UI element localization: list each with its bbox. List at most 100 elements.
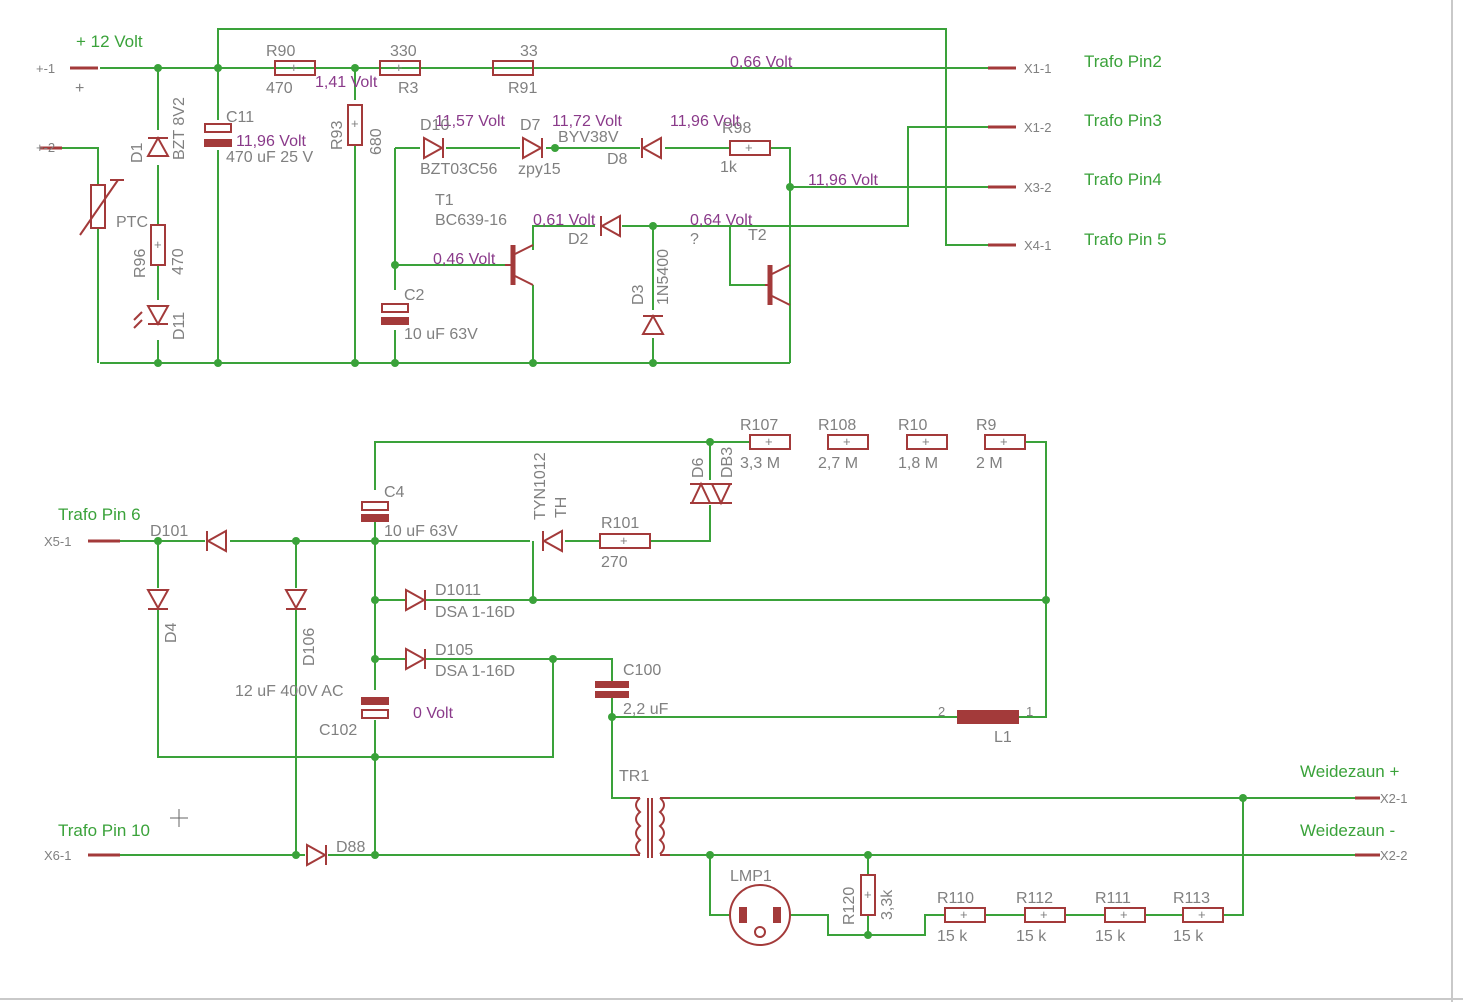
net-label-trafo-pin6: Trafo Pin 6 xyxy=(58,505,141,524)
value-c102: 12 uF 400V AC xyxy=(235,683,344,700)
value-d1: BZT 8V2 xyxy=(171,97,188,160)
port-plus: + xyxy=(75,80,84,97)
resistor-r112: + xyxy=(1024,907,1066,923)
label-d3: D3 xyxy=(630,284,647,305)
svg-text:+: + xyxy=(1198,907,1206,922)
value-t1: BC639-16 xyxy=(435,212,507,229)
value-r9: 2 M xyxy=(976,455,1003,472)
label-r3: R3 xyxy=(398,80,419,97)
net-label-weidezaun-minus: Weidezaun - xyxy=(1300,821,1395,840)
led-d11 xyxy=(133,305,170,329)
label-d1: D1 xyxy=(129,142,146,163)
port-x22: X2-2 xyxy=(1380,848,1407,863)
transformer-tr1 xyxy=(630,797,670,858)
svg-text:+: + xyxy=(864,887,872,902)
resistor-r3: + xyxy=(379,60,421,76)
value-c100: 2,2 uF xyxy=(623,701,669,718)
label-r9: R9 xyxy=(976,417,997,434)
bottom-junctions xyxy=(154,438,1247,939)
label-tyn1012: TYN1012 xyxy=(532,452,549,520)
voltage-r3: 1,41 Volt xyxy=(315,74,378,91)
voltage-x32: 11,96 Volt xyxy=(808,172,879,189)
value-r108: 2,7 M xyxy=(818,455,858,472)
diode-d4 xyxy=(146,589,170,611)
voltage-t1: 0,46 Volt xyxy=(433,251,496,268)
label-r113: R113 xyxy=(1173,890,1210,907)
value-d105: DSA 1-16D xyxy=(435,663,515,680)
net-label-weidezaun-plus: Weidezaun + xyxy=(1300,762,1399,781)
capacitor-c2 xyxy=(381,303,409,325)
label-c100: C100 xyxy=(623,662,661,679)
lamp-lmp1 xyxy=(729,884,791,946)
value-d8: BYV38V xyxy=(558,129,619,146)
resistor-r90: + xyxy=(274,60,316,76)
resistor-r96: + xyxy=(150,224,166,266)
diode-d2 xyxy=(599,214,621,238)
value-d3: 1N5400 xyxy=(655,249,672,305)
label-db3: DB3 xyxy=(719,447,736,478)
net-label-12v: + 12 Volt xyxy=(76,32,143,51)
diode-d101 xyxy=(205,529,227,553)
resistor-r10: + xyxy=(906,434,948,450)
label-r96: R96 xyxy=(132,249,149,278)
resistor-r110: + xyxy=(944,907,986,923)
voltage-d10: 11,57 Volt xyxy=(435,113,506,130)
diode-d8 xyxy=(640,136,662,160)
label-d8: D8 xyxy=(607,151,628,168)
resistor-r108: + xyxy=(827,434,869,450)
label-c102: C102 xyxy=(319,722,357,739)
diode-d105 xyxy=(405,647,427,671)
voltage-d7: 11,72 Volt xyxy=(552,113,623,130)
svg-text:+: + xyxy=(1120,907,1128,922)
svg-text:+: + xyxy=(922,434,930,449)
resistor-r111: + xyxy=(1104,907,1146,923)
capacitor-c102 xyxy=(361,697,389,719)
port-x41: X4-1 xyxy=(1024,238,1051,253)
diode-d7 xyxy=(522,136,544,160)
label-t2-value: ? xyxy=(690,231,699,248)
diode-d3 xyxy=(641,313,665,335)
port-p1: +-1 xyxy=(36,61,55,76)
label-t1: T1 xyxy=(435,192,454,209)
resistor-r113: + xyxy=(1182,907,1224,923)
port-x51: X5-1 xyxy=(44,534,71,549)
diode-d1 xyxy=(146,135,170,157)
value-d7: zpy15 xyxy=(518,161,561,178)
port-p2: +-2 xyxy=(36,140,55,155)
label-r110: R110 xyxy=(937,890,974,907)
transistor-t2 xyxy=(765,264,791,306)
value-r96: 470 xyxy=(170,248,187,275)
voltage-c102: 0 Volt xyxy=(413,705,454,722)
port-x21: X2-1 xyxy=(1380,791,1407,806)
svg-text:+: + xyxy=(620,533,628,548)
port-x11: X1-1 xyxy=(1024,61,1051,76)
svg-text:+: + xyxy=(1040,907,1048,922)
resistor-r98: + xyxy=(729,140,771,156)
connector-pins-bottom xyxy=(88,539,1380,857)
voltage-x11: 0,66 Volt xyxy=(730,54,793,71)
connector-pins-top xyxy=(40,66,1016,247)
value-r90: 470 xyxy=(266,80,293,97)
value-c2: 10 uF 63V xyxy=(404,326,478,343)
top-junctions xyxy=(154,64,794,367)
label-d7: D7 xyxy=(520,117,541,134)
net-label-trafo-pin10: Trafo Pin 10 xyxy=(58,821,150,840)
diode-d1011 xyxy=(405,588,427,612)
net-label-trafo-pin4: Trafo Pin4 xyxy=(1084,170,1162,189)
net-label-trafo-pin3: Trafo Pin3 xyxy=(1084,111,1162,130)
label-d1011: D1011 xyxy=(435,582,481,599)
value-r101: 270 xyxy=(601,554,628,571)
value-r98: 1k xyxy=(720,159,738,176)
transistor-t1 xyxy=(505,244,534,286)
value-r3: 330 xyxy=(390,43,417,60)
resistor-r91 xyxy=(492,60,534,76)
thyristor-tyn1012 xyxy=(541,529,563,553)
value-c4: 10 uF 63V xyxy=(384,523,458,540)
ptc-thermistor xyxy=(79,179,124,236)
svg-text:+: + xyxy=(1000,434,1008,449)
voltage-d8: 11,96 Volt xyxy=(670,113,741,130)
svg-text:+: + xyxy=(290,60,298,75)
net-label-trafo-pin5: Trafo Pin 5 xyxy=(1084,230,1167,249)
value-r110: 15 k xyxy=(937,928,968,945)
